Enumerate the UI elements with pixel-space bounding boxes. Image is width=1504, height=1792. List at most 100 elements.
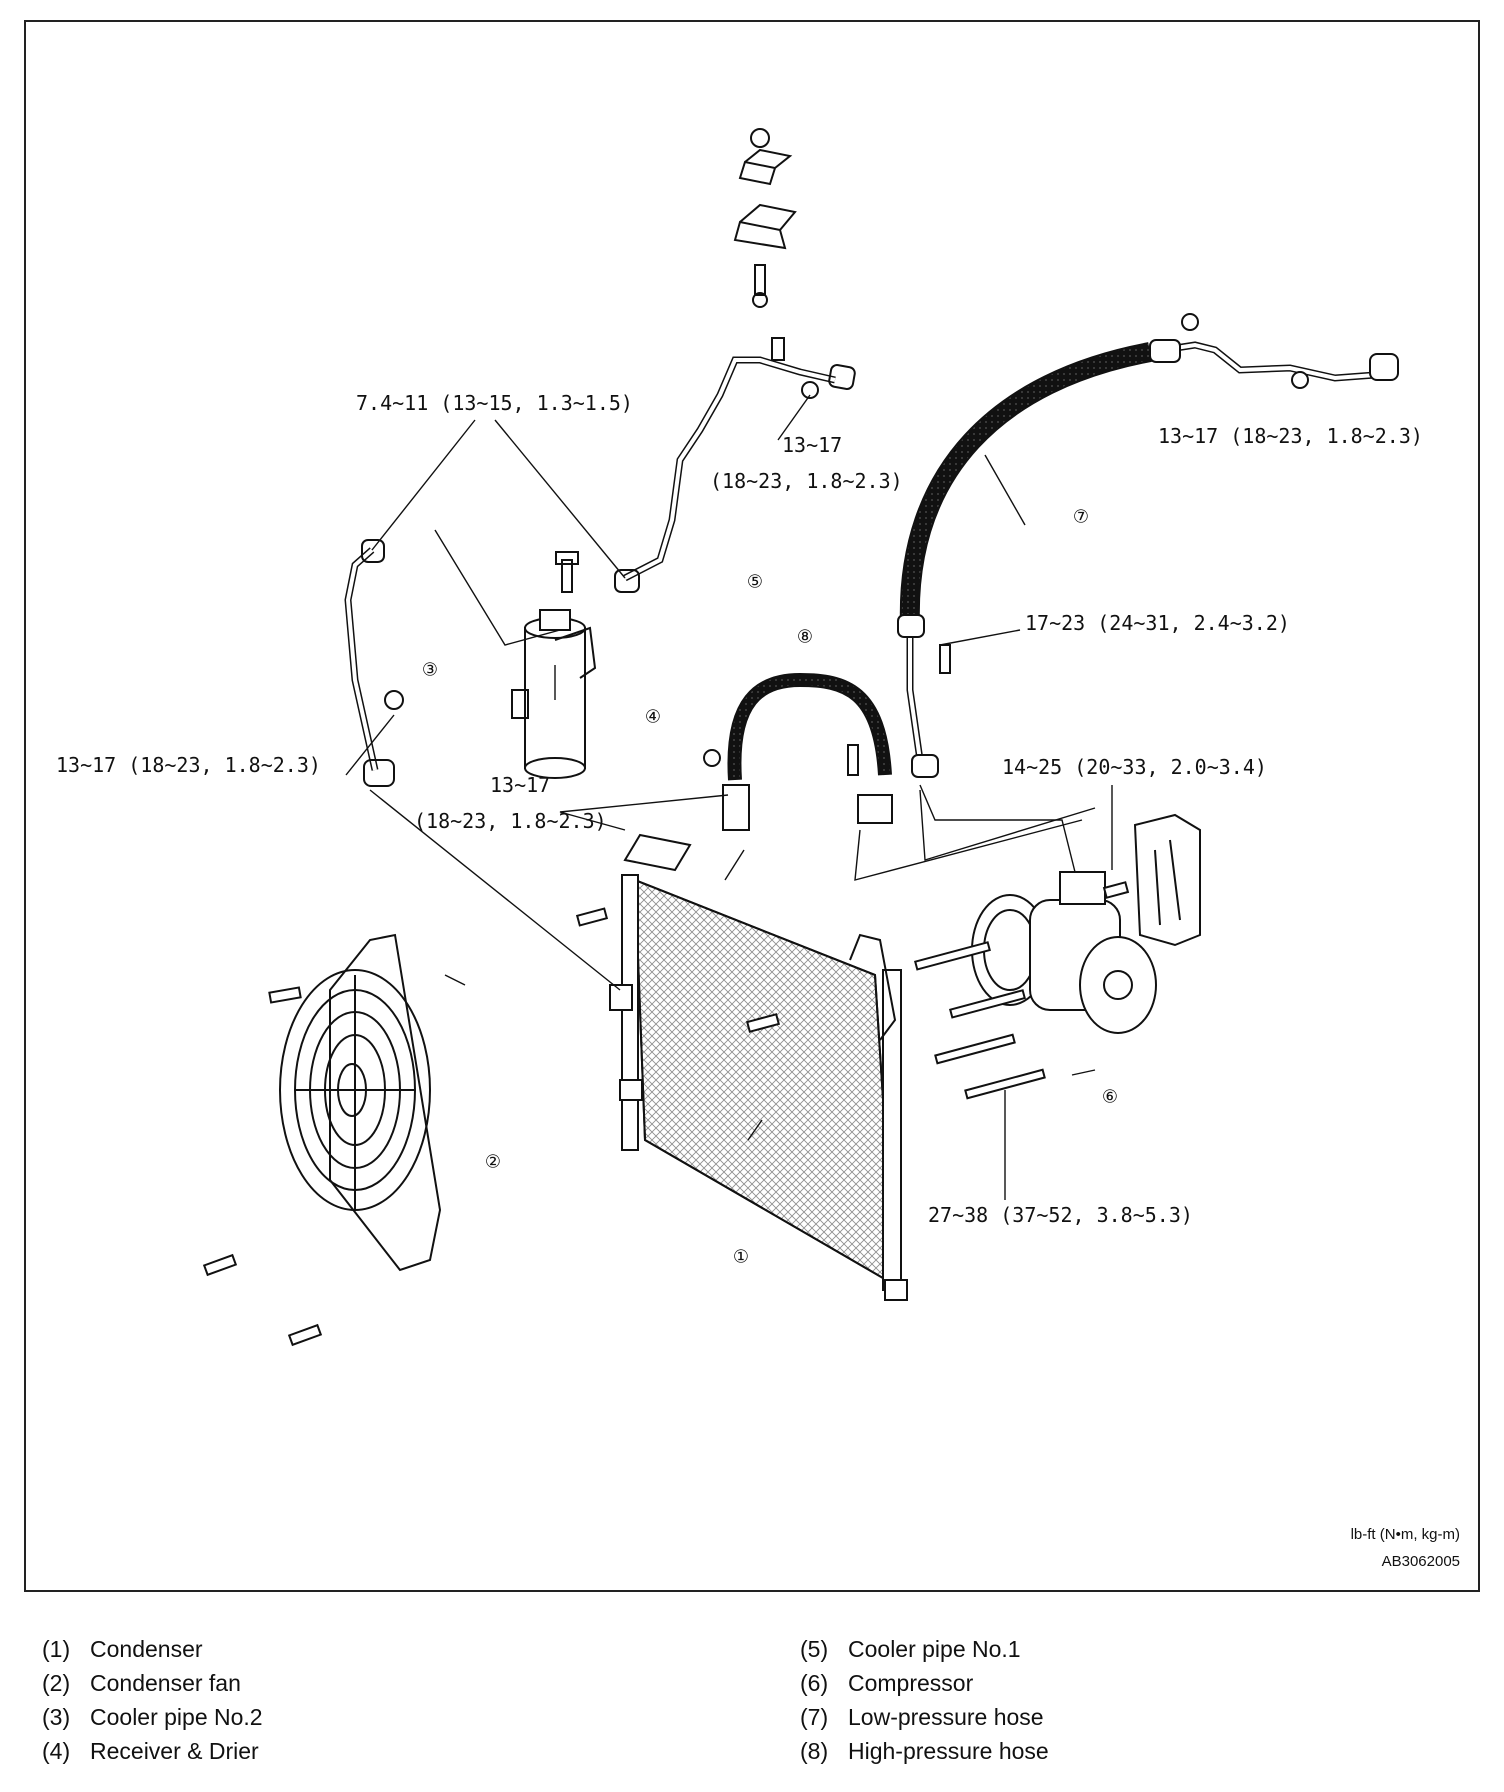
pipe-lower-fitting	[363, 759, 395, 787]
callout-3: ③	[422, 660, 438, 681]
legend-number: (2)	[42, 1670, 71, 1696]
hose-top-fitting	[1149, 339, 1181, 363]
hose-top-nut	[1181, 313, 1199, 331]
hose-lower-fitting	[897, 614, 925, 638]
callout-6: ⑥	[1102, 1087, 1118, 1108]
torque-spec-hp-hose-nut-line1: 13~17	[490, 773, 550, 797]
legend-number: (4)	[42, 1738, 71, 1764]
pipe-stud	[771, 337, 785, 361]
callout-7: ⑦	[1073, 507, 1089, 528]
hose-compressor-fitting	[911, 754, 939, 778]
condenser-left-tank	[621, 874, 639, 1151]
legend-item: (6) Compressor	[800, 1666, 1049, 1700]
legend-item: (8) High-pressure hose	[800, 1734, 1049, 1768]
legend-label: Compressor	[848, 1670, 974, 1696]
pipe-bracket-assembly	[733, 128, 797, 308]
figure-code: AB3062005	[1382, 1553, 1460, 1570]
upper-clamp	[738, 148, 793, 186]
drier-bracket	[554, 626, 597, 679]
bracket-bolt	[754, 264, 766, 296]
compressor-rear-head	[1079, 936, 1157, 1034]
pipe-joint-fitting	[614, 569, 640, 593]
legend-label: Cooler pipe No.1	[848, 1636, 1021, 1662]
callout-2: ②	[485, 1152, 501, 1173]
pipe-nut	[801, 381, 819, 399]
low-pressure-hose	[897, 313, 1399, 778]
fan-blade-spoke	[295, 975, 415, 1210]
compressor-bolt	[964, 1068, 1046, 1100]
bracket-bolt	[1102, 881, 1130, 899]
legend-label: Low-pressure hose	[848, 1704, 1044, 1730]
legend-number: (3)	[42, 1704, 71, 1730]
condenser-mount	[884, 1279, 908, 1301]
compressor-bolt	[934, 1033, 1016, 1065]
legend-right-column: (5) Cooler pipe No.1 (6) Compressor (7) Low…	[800, 1632, 1049, 1768]
condenser-side-bracket	[849, 933, 897, 1041]
cooler-pipe-no1	[614, 337, 856, 593]
hose-nut	[703, 749, 721, 767]
pipe-nut	[384, 690, 404, 710]
callout-5: ⑤	[747, 572, 763, 593]
callout-8: ⑧	[797, 627, 813, 648]
torque-spec-compressor-bolts: 27~38 (37~52, 3.8~5.3)	[928, 1203, 1193, 1227]
torque-units: lb-ft (N•m, kg-m)	[1351, 1526, 1460, 1543]
legend-number: (6)	[800, 1670, 829, 1696]
pipe-upper-fitting	[361, 539, 385, 563]
bracket-nut	[750, 128, 770, 148]
legend-number: (7)	[800, 1704, 829, 1730]
pipe-end-fitting	[828, 364, 856, 390]
hose-left-fitting	[722, 784, 750, 831]
condenser-fan	[202, 933, 442, 1347]
high-pressure-hose	[703, 672, 893, 831]
drier-bolt	[561, 559, 573, 593]
callout-4: ④	[645, 707, 661, 728]
legend-number: (8)	[800, 1738, 829, 1764]
ac-system-exploded-diagram: 7.4~11 (13~15, 1.3~1.5) 13~17 (18~23, 1.…	[56, 128, 1460, 1570]
legend-left-column: (1) Condenser (2)Condenser fan (3) Cooler …	[42, 1632, 263, 1768]
lower-clamp	[733, 203, 797, 250]
condenser-mount	[619, 1079, 643, 1101]
legend-label: High-pressure hose	[848, 1738, 1049, 1764]
bracket-bolt-head	[752, 292, 768, 308]
condenser-bolt	[575, 907, 609, 927]
legend-number: (1)	[42, 1636, 71, 1662]
torque-spec-pipe-nut-line1: 13~17	[782, 433, 842, 457]
legend-item: (1) Condenser	[42, 1632, 263, 1666]
legend-label: Condenser	[90, 1636, 203, 1662]
legend-label: Cooler pipe No.2	[90, 1704, 263, 1730]
compressor	[914, 871, 1157, 1100]
hose-end-fitting	[1369, 353, 1399, 381]
condenser	[575, 833, 908, 1301]
torque-spec-cooler-pipe-joints: 7.4~11 (13~15, 1.3~1.5)	[356, 391, 633, 415]
legend-label: Receiver & Drier	[90, 1738, 259, 1764]
fan-bolt	[287, 1323, 323, 1347]
compressor-bolt	[914, 941, 991, 971]
legend-item: (4) Receiver & Drier	[42, 1734, 263, 1768]
hose-bolt	[939, 644, 951, 674]
callout-1: ①	[733, 1247, 749, 1268]
condenser-bolt	[745, 1013, 781, 1033]
torque-spec-compressor-bracket: 14~25 (20~33, 2.0~3.4)	[1002, 755, 1267, 779]
torque-spec-hose-end: 13~17 (18~23, 1.8~2.3)	[1158, 424, 1423, 448]
diagram-frame	[24, 20, 1480, 1592]
condenser-top-bracket	[623, 833, 692, 872]
cooler-pipe-no2	[344, 539, 404, 787]
hose-right-fitting	[857, 794, 893, 824]
compressor-mounting-bracket	[1102, 813, 1201, 947]
condenser-mount	[609, 984, 633, 1011]
hose-nut	[1291, 371, 1309, 389]
fan-bolt	[268, 986, 302, 1004]
hose-bolt	[847, 744, 859, 776]
legend-item: (7) Low-pressure hose	[800, 1700, 1049, 1734]
condenser-right-tank	[882, 969, 902, 1291]
leader-lines	[345, 394, 1113, 1200]
legend-item: (2)Condenser fan	[42, 1666, 263, 1700]
fan-bolt	[202, 1253, 238, 1277]
drier-bolt-head	[555, 551, 579, 565]
drier-clamp	[511, 689, 529, 719]
legend-item: (3) Cooler pipe No.2	[42, 1700, 263, 1734]
legend-number: (5)	[800, 1636, 829, 1662]
compressor-bolt	[949, 989, 1026, 1019]
torque-spec-pipe-nut-line2: (18~23, 1.8~2.3)	[710, 469, 903, 493]
compressor-service-block	[1059, 871, 1106, 905]
